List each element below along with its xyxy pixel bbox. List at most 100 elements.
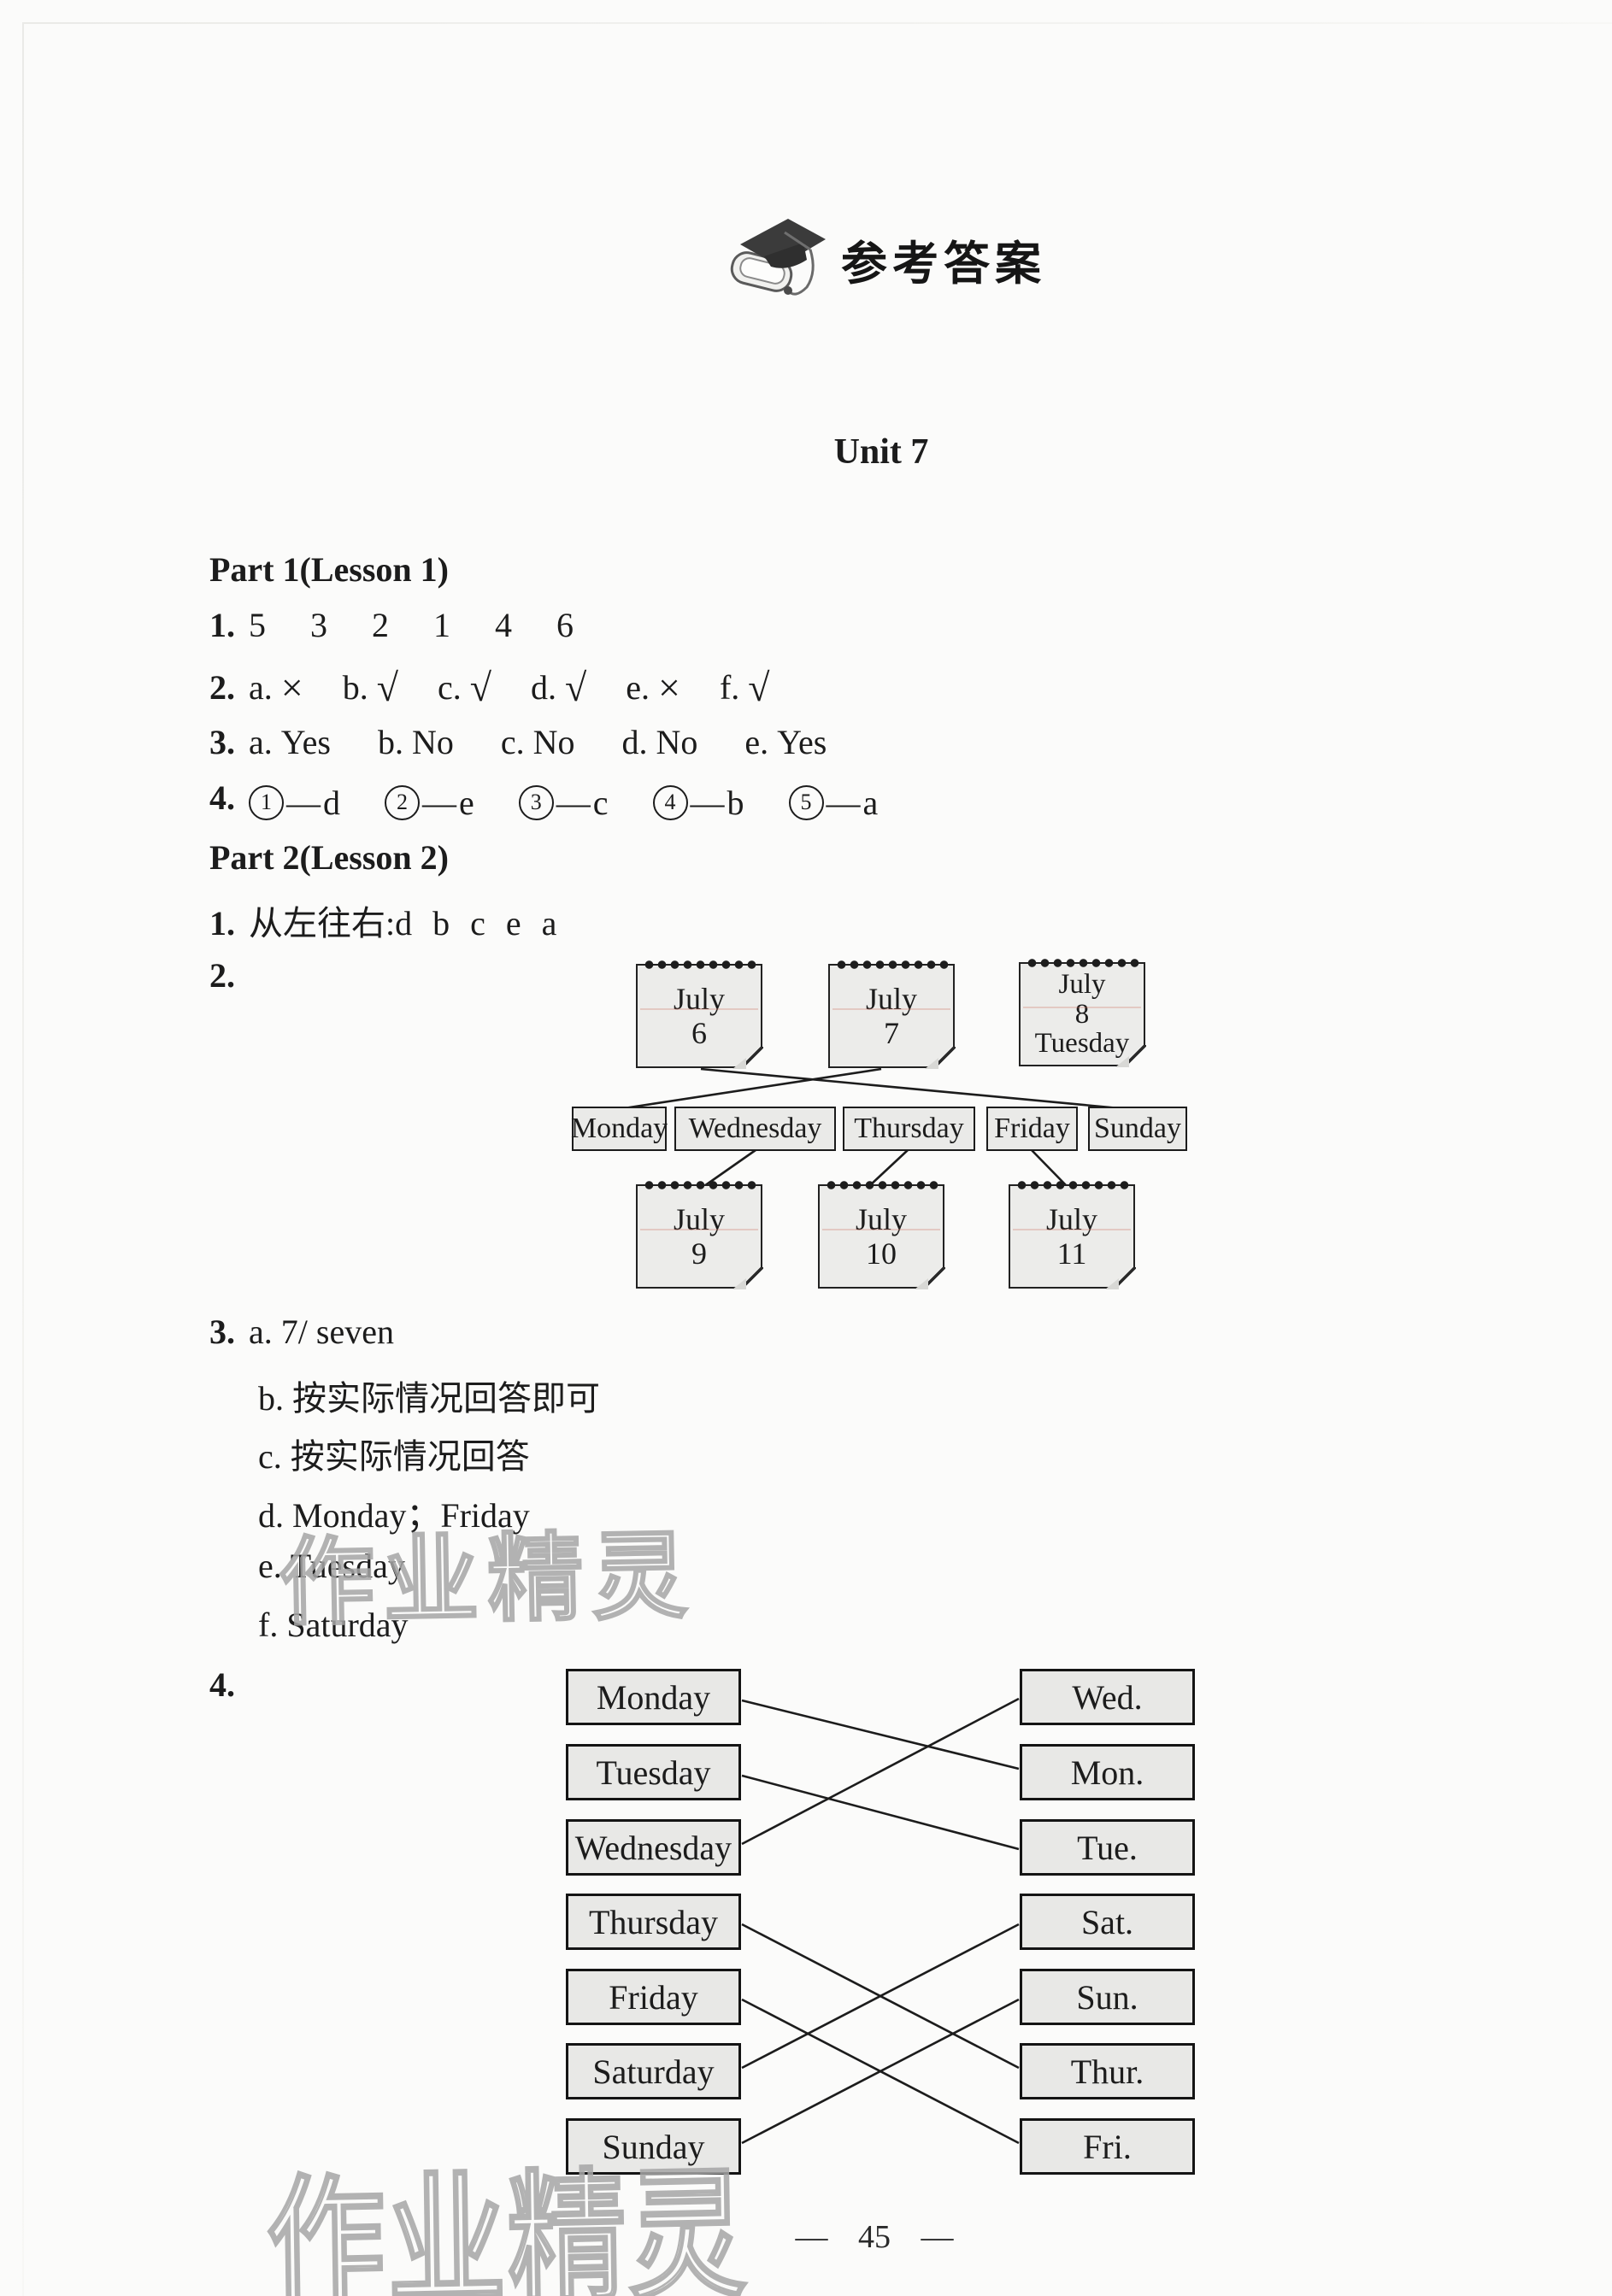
day-box: Sunday — [1088, 1107, 1187, 1151]
answer-item: b.No — [378, 722, 454, 762]
match-box-right: Wed. — [1020, 1669, 1195, 1725]
day-box: Friday — [986, 1107, 1078, 1151]
part2-q2-number: 2. — [209, 955, 249, 995]
match-pair: 3—c — [518, 783, 609, 823]
item-label: c. — [500, 723, 525, 761]
match-box-right: Sun. — [1020, 1969, 1195, 2025]
spiral-binding — [643, 959, 756, 971]
note-month: July — [1045, 1201, 1097, 1236]
item-label: c. — [437, 668, 462, 707]
match-letter: a — [862, 783, 879, 822]
day-box: Wednesday — [674, 1107, 836, 1151]
question-number: 3. — [209, 1312, 235, 1351]
note-rule-line — [1013, 1229, 1131, 1230]
answer-item: e.× — [626, 663, 680, 709]
item-label: a. — [249, 1312, 273, 1351]
dash: — — [422, 783, 456, 822]
note-day: 10 — [866, 1236, 897, 1271]
question-number: 4. — [209, 1665, 235, 1704]
item-label: f. — [719, 668, 740, 707]
calendar-note: July 6 — [636, 959, 763, 1069]
note-month: July — [865, 981, 917, 1016]
answer-item: a.7/ seven — [249, 1312, 394, 1352]
match-box-left: Thursday — [566, 1894, 741, 1950]
check-mark: √ — [376, 666, 398, 709]
note-month: July — [1058, 969, 1106, 1001]
note-rule-line — [1023, 1007, 1141, 1008]
answer-item: b.按实际情况回答即可 — [258, 1371, 600, 1420]
calendar-note: July 10 — [818, 1179, 945, 1289]
answer-item: c.No — [501, 722, 575, 762]
part2-q3-row: b.按实际情况回答即可 — [258, 1371, 600, 1420]
match-pair: 1—d — [249, 783, 340, 823]
note-rule-line — [640, 1008, 758, 1010]
check-mark: √ — [564, 666, 587, 709]
note-day: 9 — [691, 1236, 707, 1271]
cross-mark: × — [658, 666, 680, 709]
item-label: a. — [249, 668, 273, 707]
part2-q1-row: 1. 从左往右:d b c e a — [209, 895, 556, 945]
match-box-left: Sunday — [566, 2118, 741, 2175]
item-label: b. — [342, 668, 368, 707]
circled-number: 5 — [788, 784, 824, 820]
day-box: Monday — [571, 1107, 668, 1151]
note-month: July — [673, 981, 725, 1016]
match-letter: b — [727, 783, 744, 822]
item-label: d. — [258, 1496, 284, 1535]
note-month: July — [673, 1201, 725, 1236]
answer-text: Yes — [280, 723, 331, 761]
answer-text: 7/ seven — [280, 1312, 394, 1351]
item-label: e. — [744, 723, 769, 761]
match-box-left: Monday — [566, 1669, 741, 1725]
answer-item: a.× — [249, 663, 303, 709]
part2-heading: Part 2(Lesson 2) — [209, 838, 449, 877]
part1-q3-row: 3. a.Yes b.No c.No d.No e.Yes — [209, 722, 874, 762]
match-box-right: Mon. — [1020, 1744, 1195, 1800]
part2-q3-row: e.Tuesday — [258, 1546, 405, 1586]
answer-item: e.Tuesday — [258, 1546, 405, 1586]
spiral-binding — [1015, 1179, 1128, 1191]
match-box-right: Sat. — [1020, 1894, 1195, 1950]
match-box-left: Friday — [566, 1969, 741, 2025]
note-month: July — [855, 1201, 907, 1236]
page-edge-left — [22, 22, 24, 2296]
dash: — — [690, 783, 725, 822]
item-label: c. — [258, 1437, 282, 1476]
match-pair: 2—e — [385, 783, 474, 823]
dash: — — [286, 783, 321, 822]
part2-q3-row: c.按实际情况回答 — [258, 1429, 530, 1478]
dash: — — [826, 783, 861, 822]
answer-item: d.√ — [531, 663, 587, 709]
match-box-right: Thur. — [1020, 2043, 1195, 2099]
note-rule-line — [640, 1229, 758, 1230]
calendar-diagram: July 6 July 7 July 8 Tuesday Monday Wedn… — [564, 948, 1214, 1316]
part2-q3-row: d.Monday；Friday — [258, 1488, 530, 1537]
answer-item: d.No — [622, 722, 698, 762]
question-number: 2. — [209, 668, 235, 707]
answer-item: d.Monday；Friday — [258, 1488, 530, 1537]
circled-number: 3 — [518, 784, 554, 820]
calendar-note: July 8 Tuesday — [1019, 957, 1146, 1067]
answer-item: c.按实际情况回答 — [258, 1429, 530, 1478]
spiral-binding — [643, 1179, 756, 1191]
spiral-binding — [825, 1179, 938, 1191]
note-day: 11 — [1056, 1236, 1087, 1271]
page-edge-top — [22, 22, 1612, 24]
item-label: e. — [258, 1547, 282, 1585]
unit-heading: Unit 7 — [833, 432, 929, 472]
note-rule-line — [832, 1008, 950, 1010]
answer-item: e.Yes — [744, 722, 827, 762]
answer-text: Monday；Friday — [292, 1496, 530, 1535]
item-label: b. — [258, 1379, 284, 1418]
match-pair: 5—a — [788, 783, 879, 823]
answer-item: c.√ — [437, 663, 491, 709]
page-number: — 45 — — [795, 2219, 954, 2255]
note-rule-line — [822, 1229, 940, 1230]
part2-q3-row: 3. a.7/ seven — [209, 1312, 394, 1352]
item-label: b. — [377, 723, 403, 761]
part1-q4-row: 4. 1—d 2—e 3—c 4—b 5—a — [209, 778, 922, 823]
check-mark: √ — [748, 666, 770, 709]
note-day: 6 — [691, 1016, 707, 1050]
match-box-right: Fri. — [1020, 2118, 1195, 2175]
